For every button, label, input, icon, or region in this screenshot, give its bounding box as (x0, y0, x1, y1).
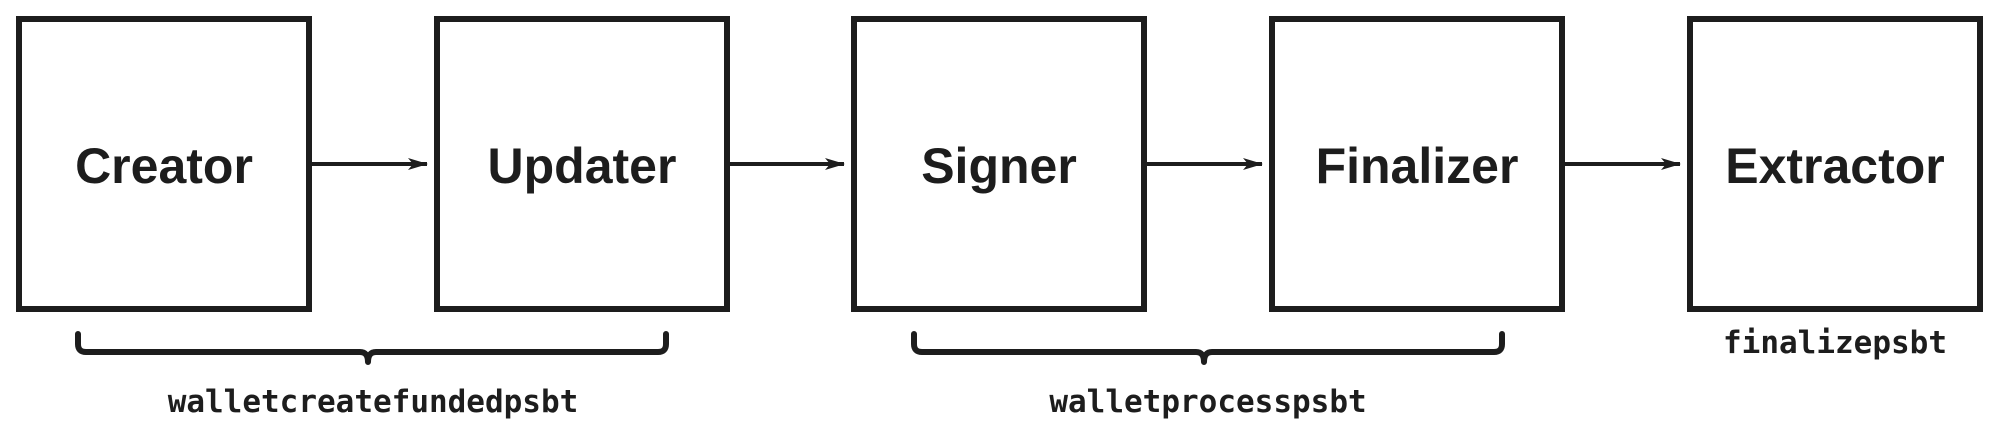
stage-creator-label: Creator (75, 138, 253, 194)
stage-creator: Creator (16, 16, 312, 312)
stage-updater-box (434, 16, 730, 312)
stage-updater-label: Updater (488, 138, 677, 194)
stage-finalizer-box (1269, 16, 1565, 312)
brace-create-group (75, 331, 669, 365)
stage-extractor-label: Extractor (1725, 138, 1945, 194)
stage-signer-box (851, 16, 1147, 312)
stage-signer-label: Signer (921, 138, 1077, 194)
stage-creator-box (16, 16, 312, 312)
stage-signer: Signer (851, 16, 1147, 312)
stage-finalizer-label: Finalizer (1316, 138, 1519, 194)
brace-process-group (911, 331, 1505, 365)
command-finalizepsbt-label: finalizepsbt (1723, 325, 1947, 361)
stage-updater: Updater (434, 16, 730, 312)
stage-finalizer: Finalizer (1269, 16, 1565, 312)
command-walletcreatefundedpsbt-label: walletcreatefundedpsbt (168, 384, 579, 420)
stage-extractor-box (1687, 16, 1983, 312)
command-walletprocesspsbt-label: walletprocesspsbt (1049, 384, 1366, 420)
stage-extractor: Extractor (1687, 16, 1983, 312)
